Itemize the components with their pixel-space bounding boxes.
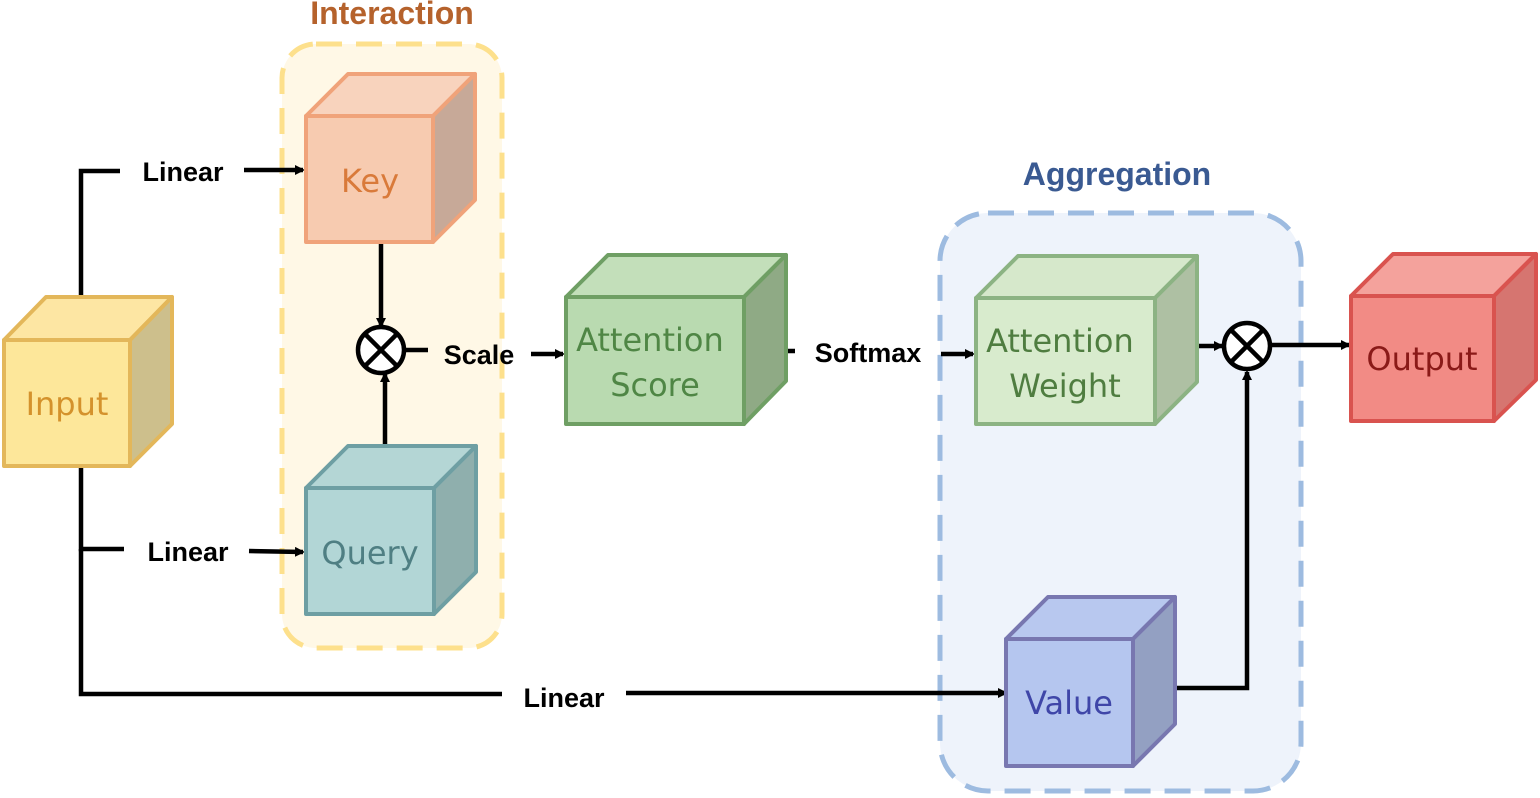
attention-score-node: Attention Score: [564, 253, 788, 426]
connectors: [78, 165, 1351, 698]
interaction-group-title: Interaction: [310, 0, 474, 31]
input-to-query-line: [78, 466, 124, 552]
input-node: Input: [2, 295, 174, 468]
value-cube-front: [1004, 637, 1135, 768]
linear-query-label: Linear: [147, 537, 229, 567]
key-label: Key: [341, 162, 399, 200]
value-to-sum-line: [1155, 370, 1252, 691]
scale-label: Scale: [444, 340, 515, 370]
output-cube-front: [1349, 294, 1496, 423]
multiply-circle-icon: [1221, 320, 1273, 372]
linear-key-label: Linear: [142, 157, 224, 187]
attention-weight-cube-front: [974, 296, 1157, 426]
attention-weight-label-line-1: Attention: [986, 322, 1134, 360]
aggregation-group-title: Aggregation: [1023, 156, 1211, 192]
softmax-label: Softmax: [815, 338, 922, 368]
key-cube-front: [304, 114, 435, 244]
linear-value-label: Linear: [523, 683, 605, 713]
query-node: Query: [304, 444, 478, 616]
output-label: Output: [1366, 340, 1477, 378]
attention-score-label-line-2: Score: [610, 366, 700, 404]
edge-labels: Linear Linear Linear Scale Softmax: [142, 157, 921, 713]
attention-score-label-line-1: Attention: [576, 321, 724, 359]
attention-weight-label: Attention Weight: [986, 322, 1144, 405]
query-cube-front: [304, 486, 436, 616]
input-to-query-arrow: [248, 546, 305, 557]
multiply-circle-icon: [355, 324, 407, 376]
value-label: Value: [1025, 684, 1113, 722]
input-to-key-line: [78, 168, 120, 318]
attention-weight-node: Attention Weight: [974, 254, 1199, 426]
attention-score-cube-front: [564, 295, 746, 426]
input-label: Input: [26, 385, 109, 423]
value-node: Value: [1004, 595, 1177, 768]
key-node: Key: [304, 72, 477, 244]
output-node: Output: [1349, 252, 1538, 423]
input-to-value-line: [78, 549, 502, 697]
attention-score-label: Attention Score: [576, 321, 734, 404]
attention-weight-label-line-2: Weight: [1009, 367, 1120, 405]
input-cube-front: [2, 338, 132, 468]
query-label: Query: [321, 534, 418, 572]
